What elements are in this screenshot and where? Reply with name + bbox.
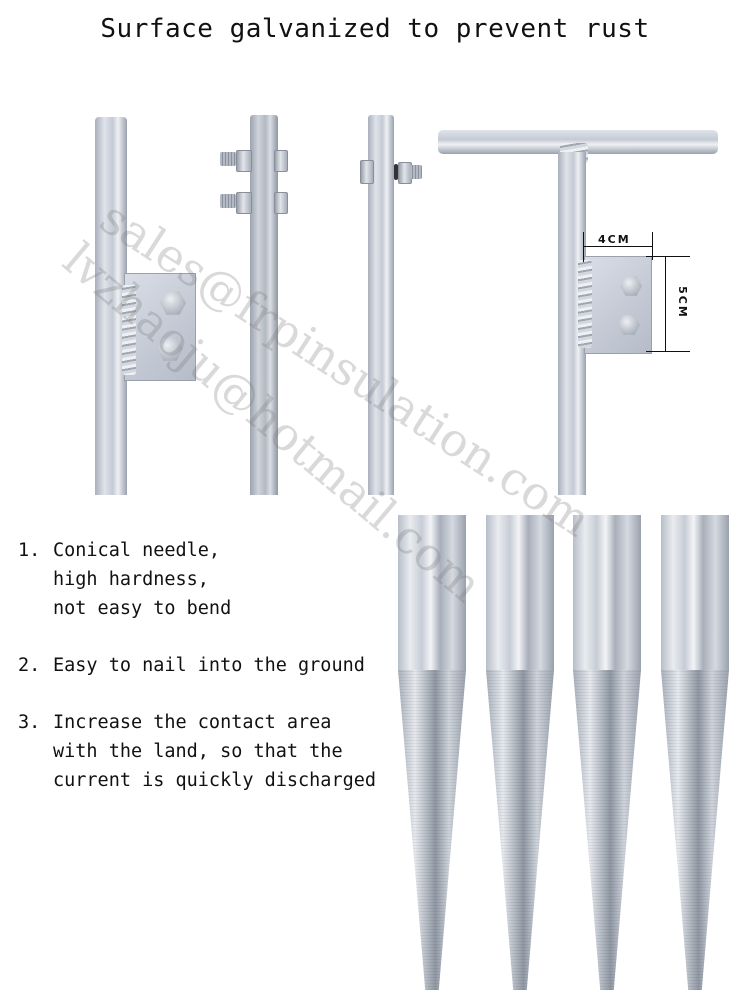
conical-spike — [398, 515, 466, 990]
page-title: Surface galvanized to prevent rust — [100, 14, 650, 44]
product-image-conical-spikes — [398, 515, 738, 1005]
feature-list: 1. Conical needle, high hardness, not ea… — [18, 536, 376, 823]
bolt-icon — [618, 315, 640, 335]
feature-item: 2. Easy to nail into the ground — [18, 655, 365, 676]
height-dimension-label: 5CM — [675, 286, 689, 319]
conical-spike — [661, 515, 729, 990]
width-dimension-label: 4CM — [598, 233, 631, 246]
conical-spike — [573, 515, 641, 990]
feature-item: 3. Increase the contact area with the la… — [18, 712, 377, 791]
bolt-icon — [157, 337, 183, 361]
bolt-icon — [620, 276, 642, 296]
bolt-icon — [160, 291, 186, 315]
feature-item: 1. Conical needle, high hardness, not ea… — [18, 540, 232, 619]
conical-spike — [486, 515, 554, 990]
